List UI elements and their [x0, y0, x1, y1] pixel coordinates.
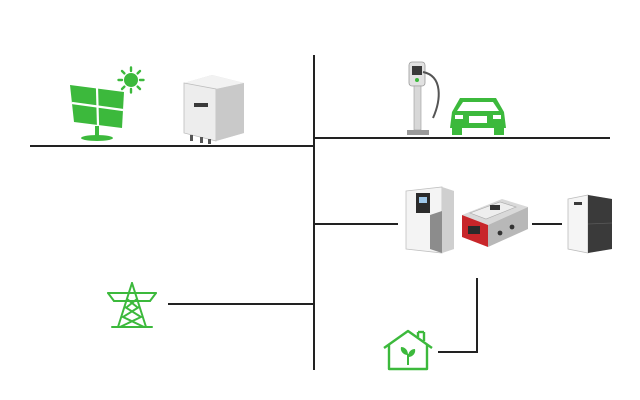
green-home-icon [383, 329, 433, 371]
grid-connection-line [168, 303, 314, 305]
storage-connection-line [314, 223, 398, 225]
pv-inverter-device [183, 75, 244, 144]
ev-charger-device [407, 61, 440, 135]
home-connection-horizontal-line [438, 351, 478, 353]
home-connection-vertical-line [476, 278, 478, 353]
storage-inverter-device [405, 186, 454, 254]
top-left-bus-line [30, 145, 314, 147]
sun-icon [117, 66, 145, 94]
vertical-bus-line [313, 55, 315, 370]
offgrid-inverter-device [462, 199, 528, 247]
solar-panel-icon [70, 85, 124, 141]
battery-connection-line [532, 223, 562, 225]
car-icon [450, 98, 506, 135]
battery-cabinet-device [567, 194, 613, 254]
transmission-tower-icon [107, 282, 157, 328]
top-right-bus-line [314, 137, 610, 139]
